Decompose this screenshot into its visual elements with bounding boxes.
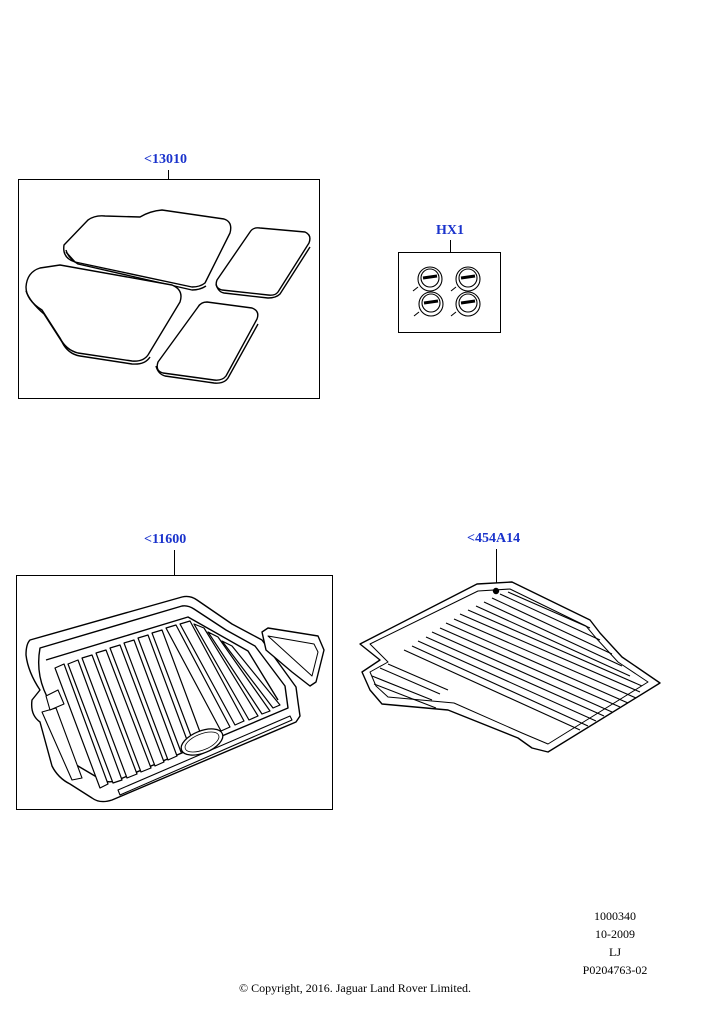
floor-mat-front-left[interactable]: [63, 209, 232, 291]
drawing-initials: LJ: [609, 945, 621, 959]
land-rover-logo: [180, 728, 224, 756]
clip-2: [450, 266, 481, 292]
floor-mat-rear-right[interactable]: [155, 301, 259, 384]
leader-line: [168, 170, 169, 180]
callout-454a14[interactable]: <454A14: [467, 531, 521, 546]
drawing-date: 10-2009: [595, 927, 635, 941]
leader-line: [450, 240, 451, 252]
leader-line: [496, 549, 497, 591]
retaining-clips[interactable]: [412, 266, 481, 317]
loadspace-rubber-mat[interactable]: [359, 581, 661, 753]
hx1-panel: [398, 252, 501, 333]
floor-mat-front-right[interactable]: [215, 227, 311, 299]
callout-hx1[interactable]: HX1: [436, 223, 464, 238]
copyright-notice: © Copyright, 2016. Jaguar Land Rover Lim…: [238, 981, 472, 995]
clip-3: [413, 291, 444, 317]
mat-front-ribs: [371, 663, 449, 709]
loadspace-liner-tray[interactable]: [25, 595, 325, 803]
clip-1: [412, 266, 443, 292]
clip-4: [450, 291, 481, 317]
mat-ribs: [403, 591, 643, 731]
callout-13010[interactable]: <13010: [144, 152, 187, 167]
drawing-reference: P0204763-02: [582, 963, 648, 977]
liner-ribs: [54, 620, 281, 789]
leader-line: [174, 550, 175, 575]
floor-mat-rear-left[interactable]: [25, 264, 182, 365]
drawing-code: 1000340: [594, 909, 636, 923]
callout-11600[interactable]: <11600: [144, 532, 187, 547]
liner-side-box: [261, 627, 325, 687]
